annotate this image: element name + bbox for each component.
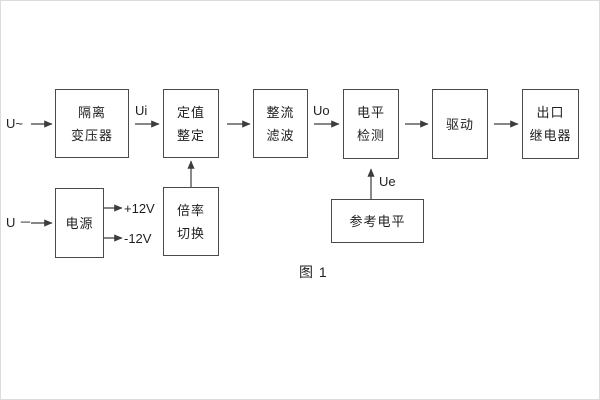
- block-ratio-switch: 倍率 切换: [163, 187, 219, 256]
- figure-caption: 图 1: [299, 264, 328, 280]
- block-label: 出口: [536, 105, 565, 120]
- block-reference-level: 参考电平: [331, 199, 424, 243]
- block-label: 隔离: [77, 104, 106, 120]
- block-label: 切换: [176, 225, 205, 241]
- input-label-uac: U~: [6, 116, 23, 131]
- block-label: 继电器: [529, 128, 572, 143]
- block-output-relay: 出口 继电器: [522, 89, 579, 159]
- block-label: 变压器: [70, 127, 113, 143]
- block-label: 参考电平: [349, 213, 406, 229]
- block-setpoint-adjust: 定值 整定: [163, 89, 219, 158]
- block-label: 整流: [266, 104, 295, 120]
- signal-label-plus12v: +12V: [124, 201, 155, 216]
- block-label: 电平: [356, 105, 385, 120]
- signal-label-ue: Ue: [379, 174, 396, 189]
- block-label: 驱动: [445, 116, 474, 132]
- signal-label-uo: Uo: [313, 103, 330, 118]
- block-label: 倍率: [176, 202, 205, 218]
- block-power-supply: 电源: [55, 188, 104, 258]
- block-drive: 驱动: [432, 89, 488, 159]
- block-level-detect: 电平 检测: [343, 89, 399, 159]
- block-label: 整定: [176, 127, 205, 143]
- block-rectify-filter: 整流 滤波: [253, 89, 308, 158]
- block-label: 检测: [356, 128, 385, 143]
- block-label: 滤波: [266, 127, 295, 143]
- signal-label-minus12v: -12V: [124, 231, 152, 246]
- signal-label-ui: Ui: [135, 103, 148, 118]
- block-label: 定值: [176, 104, 205, 120]
- block-label: 电源: [65, 215, 94, 231]
- input-label-udc: U －: [6, 215, 33, 230]
- block-isolation-transformer: 隔离 变压器: [55, 89, 129, 158]
